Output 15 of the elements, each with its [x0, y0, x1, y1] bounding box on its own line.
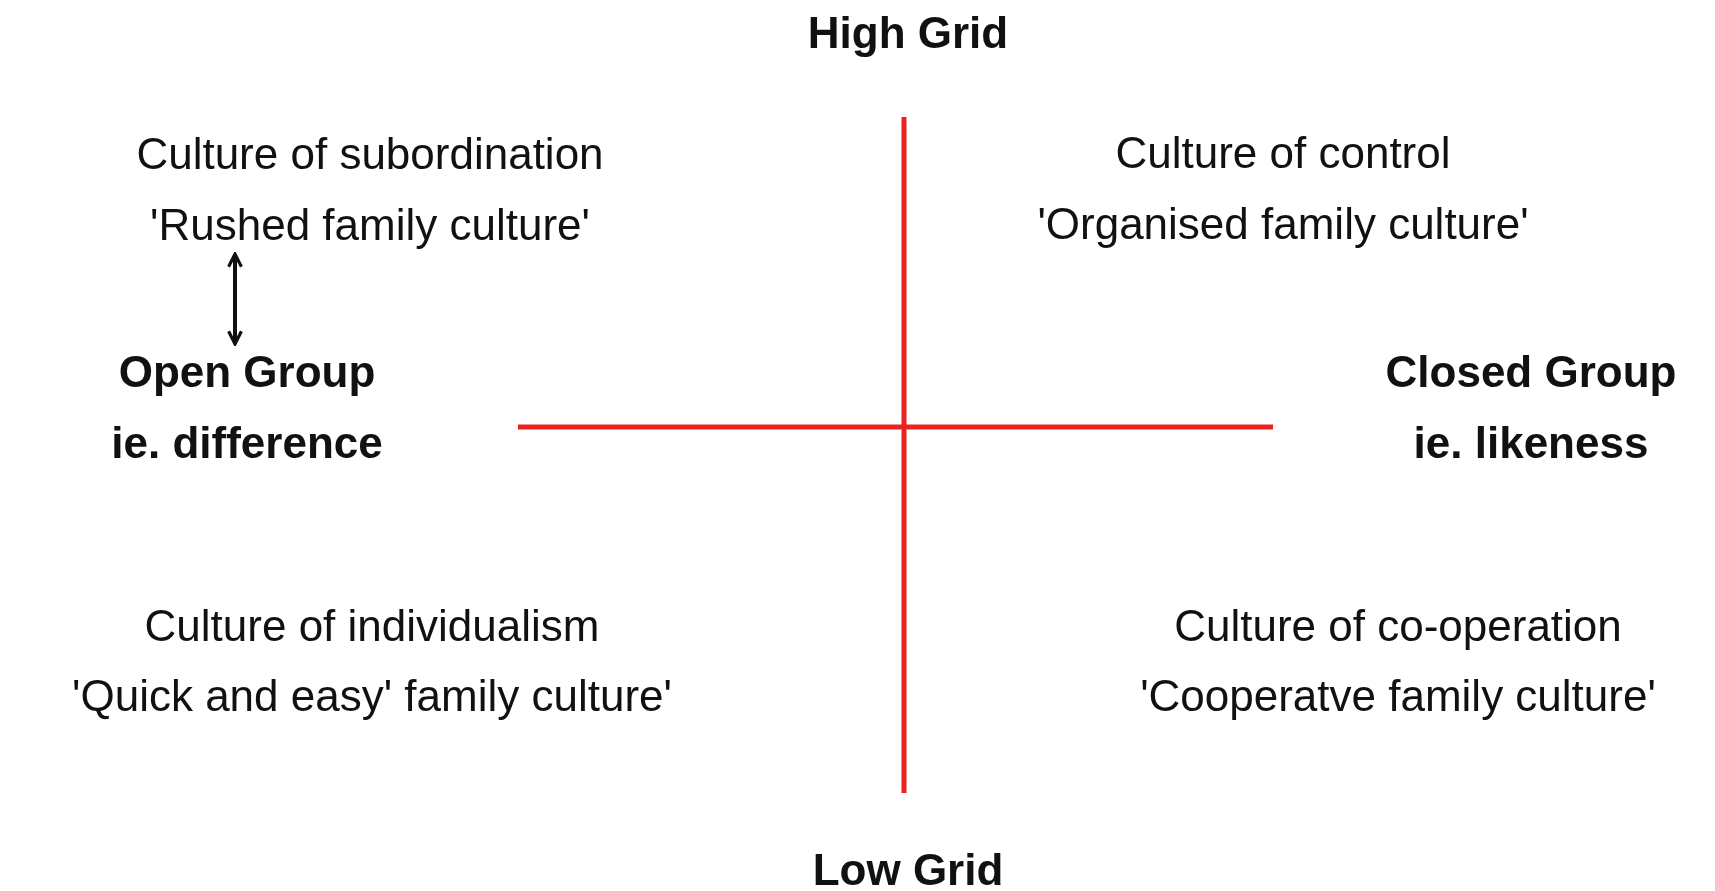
quadrant-label: Culture of subordination — [136, 128, 604, 180]
axis-title: Low Grid — [812, 843, 1004, 891]
quadrant-label: 'Quick and easy' family culture' — [72, 669, 672, 722]
quadrant-label: 'Rushed family culture' — [149, 199, 591, 251]
quadrant-label: 'Cooperatve family culture' — [1140, 669, 1656, 722]
double-arrow — [227, 252, 243, 346]
axis-label: Closed Group — [1385, 345, 1677, 398]
quadrant-label: 'Organised family culture' — [1037, 197, 1529, 250]
axis-label: ie. difference — [111, 417, 383, 469]
quadrant-label: Culture of individualism — [144, 599, 600, 652]
quadrant-label: Culture of co-operation — [1174, 599, 1622, 652]
axis-label: Open Group — [117, 346, 377, 398]
axis-title: High Grid — [807, 6, 1009, 59]
axis-label: ie. likeness — [1413, 416, 1649, 469]
quadrant-label: Culture of control — [1115, 126, 1451, 179]
